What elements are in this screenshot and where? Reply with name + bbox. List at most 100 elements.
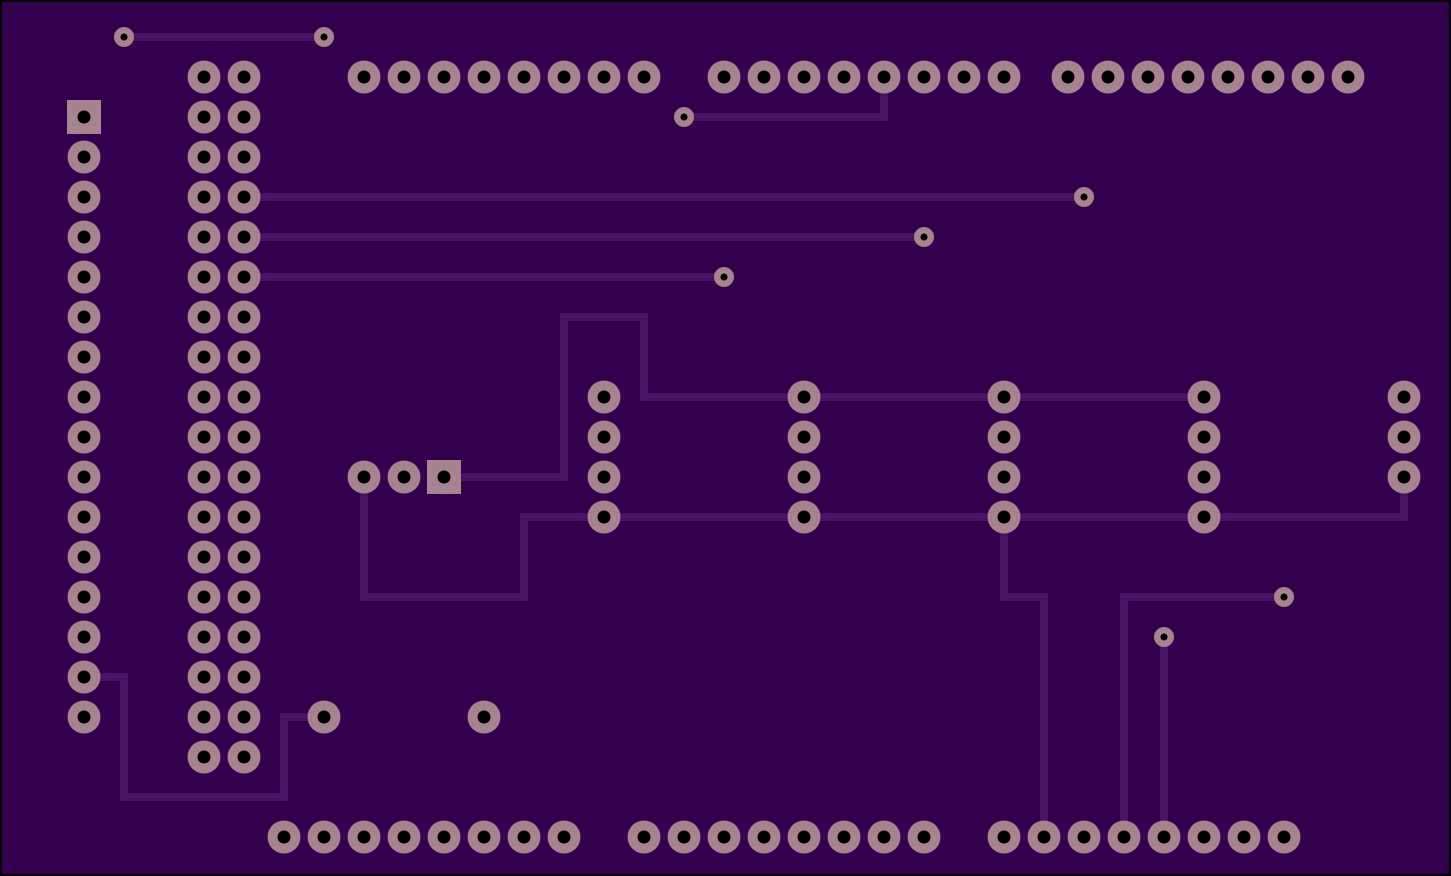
drill-hole [77,230,91,244]
drill-hole [1197,430,1211,444]
drill-hole [237,550,251,564]
copper-trace [440,313,1208,481]
drill-hole [397,830,411,844]
drill-hole [1061,70,1075,84]
drill-hole [197,510,211,524]
drill-hole [197,430,211,444]
copper-trace [80,673,328,801]
drill-hole [517,70,531,84]
copper-trace [1000,513,1048,841]
pad-layer [67,27,1421,854]
drill-hole [997,70,1011,84]
drill-hole [237,710,251,724]
drill-hole [77,590,91,604]
drill-hole [237,470,251,484]
drill-hole [1397,470,1411,484]
drill-hole [717,70,731,84]
drill-hole [77,350,91,364]
drill-hole [997,470,1011,484]
drill-hole [1037,830,1051,844]
drill-hole [197,270,211,284]
drill-hole [77,110,91,124]
drill-hole [397,470,411,484]
drill-hole [317,830,331,844]
drill-hole [1157,830,1171,844]
drill-hole [237,510,251,524]
copper-trace [1120,593,1288,841]
drill-hole [557,830,571,844]
drill-hole [77,270,91,284]
drill-hole [837,830,851,844]
drill-hole [797,70,811,84]
drill-hole [77,710,91,724]
drill-hole [1397,430,1411,444]
drill-hole [237,230,251,244]
drill-hole [437,70,451,84]
drill-hole [197,70,211,84]
drill-hole [237,430,251,444]
via-hole [720,273,728,281]
drill-hole [277,830,291,844]
drill-hole [77,630,91,644]
drill-hole [237,70,251,84]
drill-hole [77,390,91,404]
drill-hole [997,830,1011,844]
drill-hole [837,70,851,84]
drill-hole [757,70,771,84]
drill-hole [77,190,91,204]
drill-hole [637,830,651,844]
drill-hole [877,830,891,844]
drill-hole [397,70,411,84]
drill-hole [1197,390,1211,404]
drill-hole [197,110,211,124]
drill-hole [1237,830,1251,844]
drill-hole [197,310,211,324]
drill-hole [997,510,1011,524]
drill-hole [237,110,251,124]
drill-hole [317,710,331,724]
drill-hole [597,470,611,484]
drill-hole [1117,830,1131,844]
drill-hole [1221,70,1235,84]
drill-hole [77,430,91,444]
drill-hole [1301,70,1315,84]
drill-hole [797,510,811,524]
drill-hole [237,670,251,684]
drill-hole [237,350,251,364]
drill-hole [757,830,771,844]
drill-hole [77,550,91,564]
drill-hole [237,590,251,604]
drill-hole [197,350,211,364]
drill-hole [197,670,211,684]
drill-hole [237,150,251,164]
drill-hole [77,510,91,524]
drill-hole [1197,830,1211,844]
drill-hole [77,670,91,684]
drill-hole [197,710,211,724]
drill-hole [197,630,211,644]
drill-hole [237,190,251,204]
drill-hole [197,150,211,164]
drill-hole [517,830,531,844]
drill-hole [717,830,731,844]
drill-hole [1261,70,1275,84]
drill-hole [597,390,611,404]
drill-hole [797,430,811,444]
drill-hole [237,630,251,644]
via-hole [920,233,928,241]
drill-hole [77,150,91,164]
drill-hole [197,230,211,244]
drill-hole [997,390,1011,404]
drill-hole [237,390,251,404]
drill-hole [1197,510,1211,524]
drill-hole [597,70,611,84]
drill-hole [797,470,811,484]
drill-hole [997,430,1011,444]
drill-hole [197,190,211,204]
via-hole [1080,193,1088,201]
via-hole [120,33,128,41]
drill-hole [957,70,971,84]
drill-hole [797,390,811,404]
drill-hole [197,590,211,604]
